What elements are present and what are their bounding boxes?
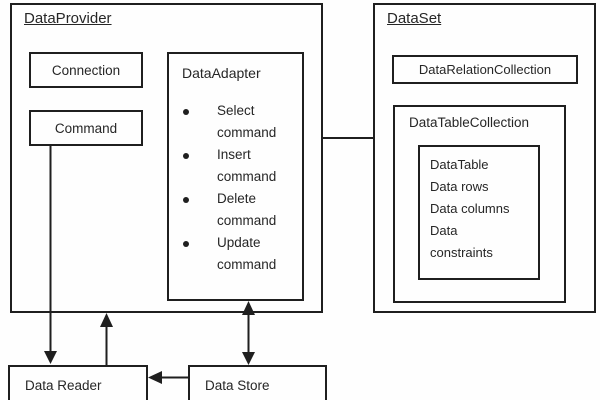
command-label: Command <box>54 120 118 136</box>
data-relation-collection-label: DataRelationCollection <box>418 62 552 77</box>
bullet-icon <box>183 241 189 247</box>
data-adapter-title: DataAdapter <box>182 65 261 81</box>
bullet-icon <box>183 109 189 115</box>
data-store-box: Data Store <box>188 365 327 400</box>
data-set-title: DataSet <box>387 10 442 27</box>
connection-label: Connection <box>51 62 121 78</box>
arrow-data-store-to-data-reader <box>148 371 189 384</box>
bullet-icon <box>183 153 189 159</box>
data-provider-box: DataProvider <box>10 3 323 313</box>
data-table-collection-title: DataTableCollection <box>409 115 530 130</box>
data-table-box: DataTable Data rows Data columns Data co… <box>418 145 540 280</box>
data-adapter-box: DataAdapter Select command Insert comman… <box>167 52 304 301</box>
command-item-label: Delete command <box>217 191 277 228</box>
data-relation-collection-box: DataRelationCollection <box>392 55 578 84</box>
data-provider-title: DataProvider <box>24 10 112 27</box>
list-item: Update command <box>183 232 291 276</box>
data-store-label: Data Store <box>205 378 270 393</box>
list-item: Insert command <box>183 144 291 188</box>
command-item-label: Update command <box>217 235 277 272</box>
data-table-line: Data columns <box>430 201 510 216</box>
data-set-box: DataSet <box>373 3 596 313</box>
data-table-lines: DataTable Data rows Data columns Data co… <box>430 154 522 264</box>
data-reader-label: Data Reader <box>25 378 102 393</box>
data-table-line: Data rows <box>430 179 489 194</box>
command-box: Command <box>29 110 143 146</box>
command-item-label: Insert command <box>217 147 277 184</box>
data-table-line: Data constraints <box>430 223 493 260</box>
data-table-line: DataTable <box>430 157 489 172</box>
command-item-label: Select command <box>217 103 277 140</box>
data-adapter-command-list: Select command Insert command Delete com… <box>183 100 291 276</box>
connection-box: Connection <box>29 52 143 88</box>
arrow-data-reader-to-data-provider <box>100 313 113 366</box>
bullet-icon <box>183 197 189 203</box>
list-item: Select command <box>183 100 291 144</box>
data-table-collection-box: DataTableCollection <box>393 105 566 303</box>
list-item: Delete command <box>183 188 291 232</box>
data-reader-box: Data Reader <box>8 365 148 400</box>
